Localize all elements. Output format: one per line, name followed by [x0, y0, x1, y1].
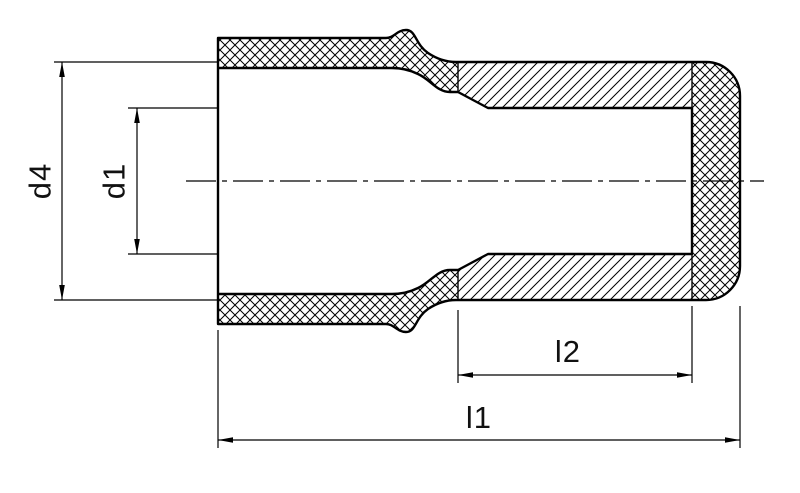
- body-top-wall-hatch: [458, 62, 692, 108]
- dimension-label-d4: d4: [23, 163, 58, 199]
- dimension-label-l2: l2: [555, 334, 581, 369]
- d1-arrow-bottom: [134, 239, 140, 254]
- left-sleeve-top-wall-hatch: [218, 30, 458, 92]
- dimension-l1: l1: [217, 306, 741, 448]
- d4-extension-lines: [54, 61, 218, 301]
- d4-arrow-bottom: [59, 285, 65, 300]
- dimension-l2: l2: [457, 306, 693, 383]
- l2-extension-lines: [457, 306, 693, 383]
- outer-contour: [216, 28, 742, 334]
- l2-arrow-left: [458, 372, 473, 378]
- left-sleeve-bottom-wall-hatch: [218, 270, 458, 332]
- dimension-label-d1: d1: [97, 163, 132, 199]
- d4-arrow-top: [59, 62, 65, 77]
- l1-arrow-left: [218, 437, 233, 443]
- l1-extension-lines: [217, 306, 741, 448]
- l2-arrow-right: [677, 372, 692, 378]
- dimension-d1: d1: [97, 107, 218, 255]
- d1-extension-lines: [128, 107, 218, 255]
- body-bottom-wall-hatch: [458, 254, 692, 300]
- step-boundary-lines: [457, 62, 693, 300]
- dimension-d4: d4: [23, 61, 218, 301]
- d1-arrow-top: [134, 108, 140, 123]
- dimension-label-l1: l1: [466, 400, 492, 435]
- l1-arrow-right: [725, 437, 740, 443]
